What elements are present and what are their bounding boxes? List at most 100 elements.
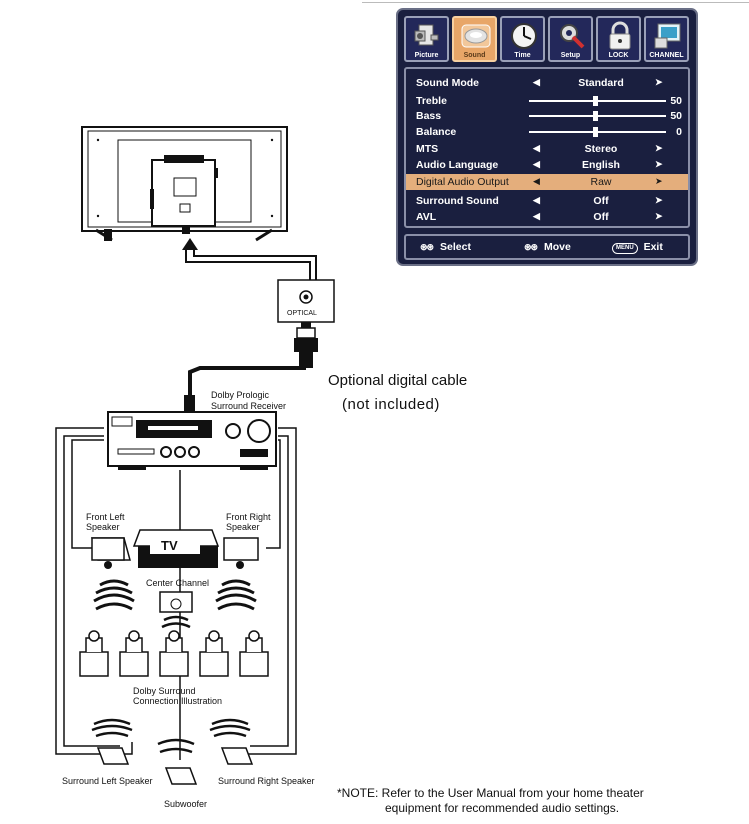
front-left-label-line1: Front Left [86,512,125,522]
menu-row-avl[interactable]: AVL ◀ Off ➤ [406,209,688,225]
move-label: Move [544,241,571,253]
monitor-icon [654,23,681,49]
tab-label: CHANNEL [649,52,684,59]
treble-slider[interactable] [529,100,666,102]
note-line2: equipment for recommended audio settings… [385,801,620,815]
arrow-right-icon[interactable]: ➤ [655,143,663,153]
tv-rear-panel [81,126,288,242]
lock-icon [609,21,631,50]
row-label: MTS [416,143,439,155]
arrow-right-icon[interactable]: ➤ [655,211,663,221]
arrow-left-icon[interactable]: ◀ [533,77,540,87]
left-right-keys-icon: ⊛⊛ [524,242,538,252]
top-rule [362,2,749,3]
up-down-keys-icon: ⊛⊛ [420,242,434,252]
surround-receiver [107,411,277,470]
center-channel-speaker [159,591,193,629]
row-label: Sound Mode [416,77,479,89]
arrow-left-icon[interactable]: ◀ [533,195,540,205]
note-line1: *NOTE: Refer to the User Manual from you… [337,786,644,800]
menu-row-bass[interactable]: Bass 50 [406,108,688,124]
surround-left-speaker [91,718,133,765]
optical-cable [184,322,318,411]
receiver-label-line2: Surround Receiver [211,401,287,411]
row-label: Balance [416,126,457,138]
tools-icon [560,24,585,49]
balance-slider[interactable] [529,131,666,133]
arrow-left-icon[interactable]: ◀ [533,211,540,221]
front-left-speaker [91,537,135,611]
slider-knob[interactable] [592,96,598,106]
optical-port-label: OPTICAL [287,310,317,317]
tv-to-optical-cable [185,248,317,280]
menu-row-audio-language[interactable]: Audio Language ◀ English ➤ [406,157,688,173]
tab-label: Time [514,52,531,59]
camera-icon [414,24,439,46]
row-value: 50 [670,110,682,122]
select-label: Select [440,241,471,253]
row-value: 50 [670,95,682,107]
menu-row-balance[interactable]: Balance 0 [406,124,688,140]
row-value: Off [593,195,609,207]
front-left-label-line2: Speaker [86,522,120,532]
arrow-up-icon [182,238,198,250]
surround-illustration-line1: Dolby Surround [133,686,196,696]
tab-label: LOCK [608,52,629,59]
cable-caption-line2: (not included) [342,396,440,413]
surround-illustration-line2: Connection Illustration [133,696,223,706]
arrow-right-icon[interactable]: ➤ [655,159,663,169]
row-value: 0 [676,126,682,138]
subwoofer-speaker [157,738,198,785]
menu-key-icon: MENU [612,243,638,254]
exit-label: Exit [643,241,663,253]
tab-label: Sound [463,52,486,59]
speaker-wiring [55,427,297,760]
menu-row-treble[interactable]: Treble 50 [406,93,688,109]
subwoofer-label: Subwoofer [164,799,208,809]
tv-unit [132,529,220,568]
tab-label: Setup [560,52,581,59]
sound-icon [461,24,491,48]
sound-settings-menu: Picture Sound Time Setup LOCK [396,8,698,266]
arrow-right-icon[interactable]: ➤ [655,77,663,87]
row-value: English [582,159,620,171]
front-right-speaker [215,537,259,611]
menu-options-panel: Sound Mode ◀ Standard ➤ Treble 50 Bass 5… [404,67,690,228]
tab-lock[interactable]: LOCK [596,16,641,62]
tv-box-label: TV [161,538,178,553]
arrow-left-icon[interactable]: ◀ [533,143,540,153]
menu-footer-hints: ⊛⊛ Select ⊛⊛ Move MENU Exit [404,234,690,260]
row-label: Audio Language [416,159,499,171]
menu-row-mts[interactable]: MTS ◀ Stereo ➤ [406,141,688,157]
select-hint: ⊛⊛ Select [420,241,471,253]
row-value: Standard [578,77,624,89]
row-label: Digital Audio Output [416,176,509,188]
arrow-right-icon[interactable]: ➤ [655,195,663,205]
row-label: AVL [416,211,437,223]
move-hint: ⊛⊛ Move [524,241,571,253]
slider-knob[interactable] [592,111,598,121]
tab-channel[interactable]: CHANNEL [644,16,689,62]
surround-right-label: Surround Right Speaker [218,776,315,786]
row-label: Bass [416,110,442,122]
arrow-right-icon[interactable]: ➤ [655,176,663,186]
tab-time[interactable]: Time [500,16,545,62]
receiver-label-line1: Dolby Prologic [211,390,270,400]
row-label: Surround Sound [416,195,499,207]
slider-knob[interactable] [592,127,598,137]
tab-setup[interactable]: Setup [548,16,593,62]
menu-row-surround-sound[interactable]: Surround Sound ◀ Off ➤ [406,193,688,209]
tab-label: Picture [414,52,439,59]
front-right-label-line2: Speaker [226,522,260,532]
menu-row-digital-audio-output[interactable]: Digital Audio Output ◀ Raw ➤ [406,174,688,190]
row-value: Stereo [584,143,618,155]
tab-sound[interactable]: Sound [452,16,497,62]
front-right-label-line1: Front Right [226,512,271,522]
audience-seats [79,630,269,677]
arrow-left-icon[interactable]: ◀ [533,176,540,186]
bass-slider[interactable] [529,115,666,117]
arrow-left-icon[interactable]: ◀ [533,159,540,169]
menu-row-sound-mode[interactable]: Sound Mode ◀ Standard ➤ [406,75,688,91]
tab-picture[interactable]: Picture [404,16,449,62]
